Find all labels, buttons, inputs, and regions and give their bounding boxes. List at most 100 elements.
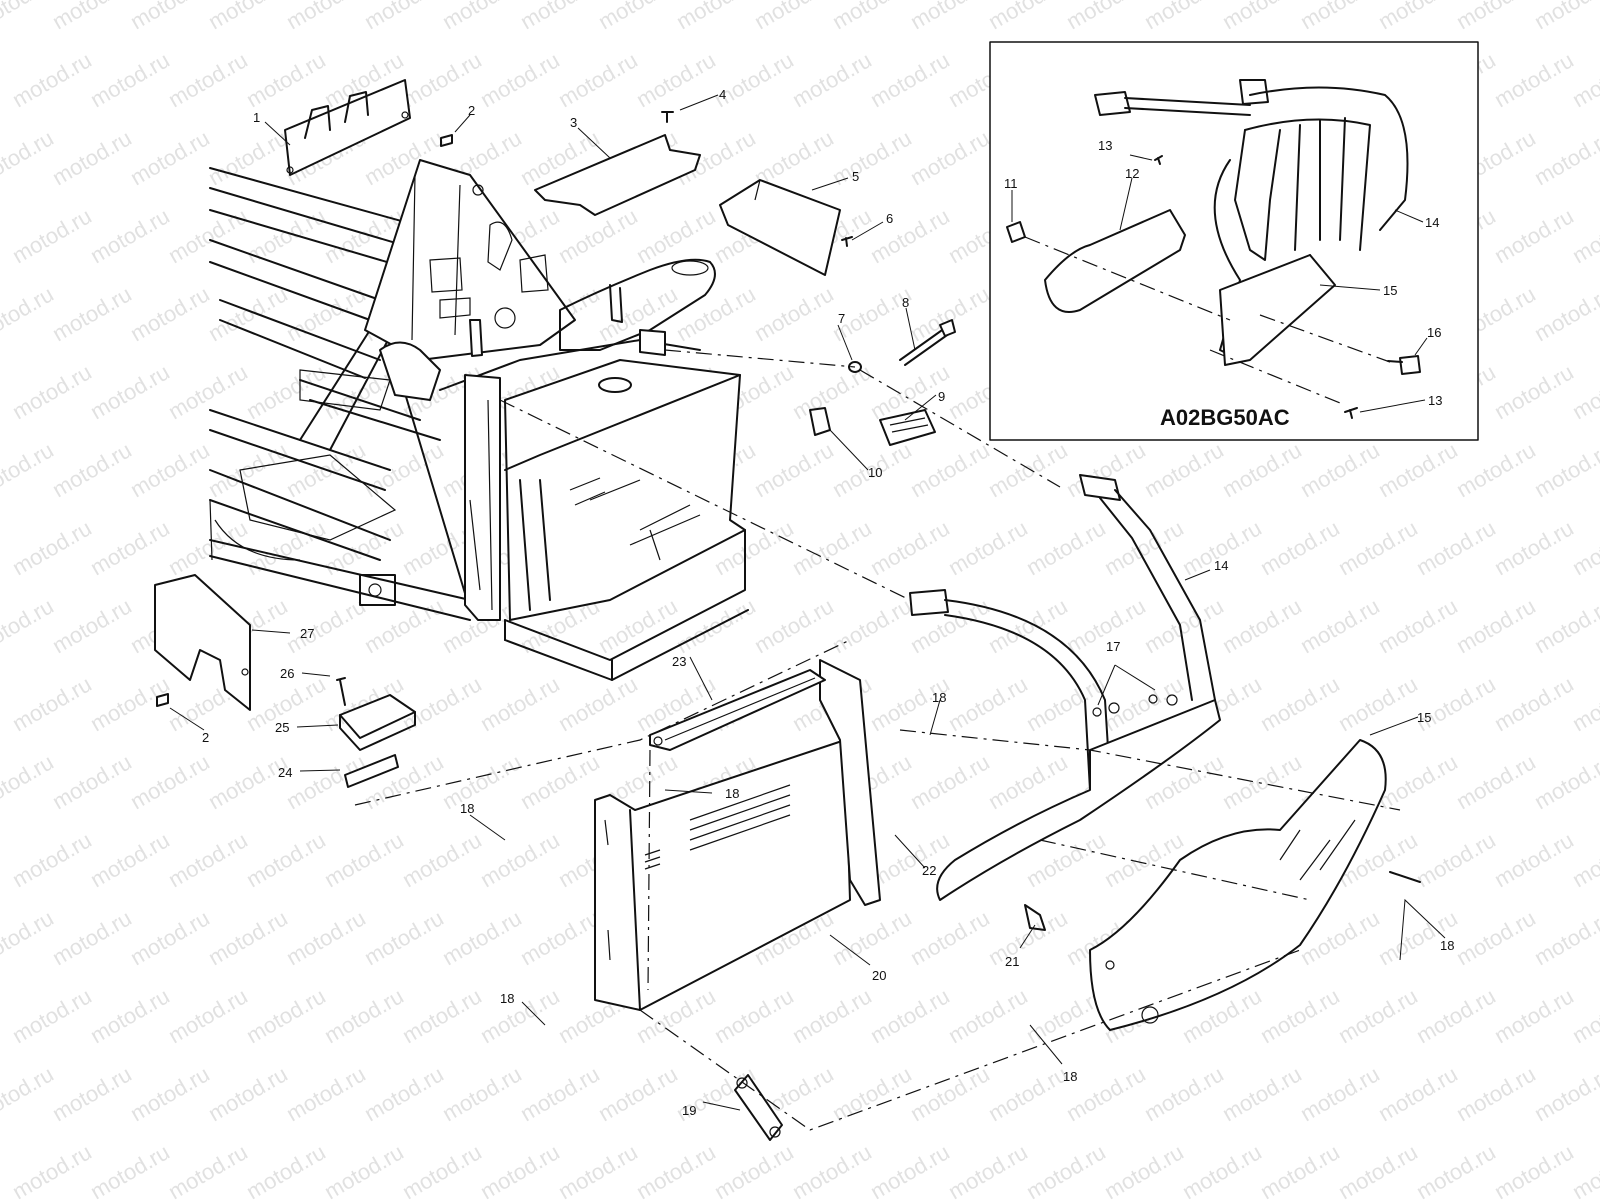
callout-2: 2 [468,103,475,118]
callout-15: 15 [1417,710,1431,725]
watermark-text: motod.ru [242,1139,330,1200]
inset-panel [989,41,1479,441]
watermark-text: motod.ru [672,0,760,34]
watermark-text: motod.ru [1530,437,1600,502]
watermark-text: motod.ru [1218,437,1306,502]
callout-4: 4 [719,87,726,102]
watermark-text: motod.ru [944,983,1032,1048]
watermark-text: motod.ru [204,281,292,346]
watermark-text: motod.ru [1530,749,1600,814]
watermark-text: motod.ru [906,281,994,346]
watermark-text: motod.ru [1256,515,1344,580]
watermark-text: motod.ru [672,281,760,346]
watermark-text: motod.ru [242,47,330,112]
watermark-text: motod.ru [516,749,604,814]
watermark-text: motod.ru [164,203,252,268]
watermark-text: motod.ru [710,983,798,1048]
callout-26: 26 [280,666,294,681]
watermark-text: motod.ru [8,47,96,112]
watermark-text: motod.ru [48,905,136,970]
watermark-text: motod.ru [86,1139,174,1200]
watermark-text: motod.ru [866,1139,954,1200]
watermark-text: motod.ru [126,281,214,346]
watermark-text: motod.ru [1530,905,1600,970]
watermark-text: motod.ru [516,0,604,34]
watermark-text: motod.ru [8,983,96,1048]
watermark-text: motod.ru [126,437,214,502]
watermark-text: motod.ru [8,515,96,580]
watermark-text: motod.ru [944,515,1032,580]
watermark-text: motod.ru [1490,47,1578,112]
watermark-text: motod.ru [1334,671,1422,736]
watermark-text: motod.ru [398,827,486,892]
watermark-text: motod.ru [1178,1139,1266,1200]
watermark-text: motod.ru [438,749,526,814]
watermark-text: motod.ru [1140,0,1228,34]
watermark-text: motod.ru [398,983,486,1048]
watermark-text: motod.ru [0,905,58,970]
assembly-lines [354,349,1401,1131]
callout-19: 19 [682,1103,696,1118]
watermark-text: motod.ru [0,1061,58,1126]
callout-18-right: 18 [1440,938,1454,953]
watermark-text: motod.ru [0,749,58,814]
watermark-text: motod.ru [1296,593,1384,658]
watermark-text: motod.ru [1022,1139,1110,1200]
watermark-text: motod.ru [750,437,838,502]
watermark-text: motod.ru [788,515,876,580]
watermark-text: motod.ru [866,203,954,268]
watermark-text: motod.ru [48,1061,136,1126]
watermark-text: motod.ru [164,47,252,112]
watermark-text: motod.ru [476,47,564,112]
watermark-text: motod.ru [1374,0,1462,34]
watermark-text: motod.ru [126,905,214,970]
watermark-text: motod.ru [1412,827,1500,892]
watermark-text: motod.ru [1490,827,1578,892]
watermark-text: motod.ru [1218,1061,1306,1126]
watermark-text: motod.ru [788,983,876,1048]
watermark-text: motod.ru [8,203,96,268]
callout-labels: 1 2 3 4 5 6 7 8 9 10 14 15 17 18 18 18 1… [202,87,1454,1118]
hardware [440,111,956,446]
watermark-text: motod.ru [944,671,1032,736]
callout-2-left: 2 [202,730,209,745]
fasteners [156,677,1421,931]
watermark-text: motod.ru [1374,1061,1462,1126]
callout-23: 23 [672,654,686,669]
watermark-text: motod.ru [48,281,136,346]
watermark-text: motod.ru [828,1061,916,1126]
part-24-bracket [344,754,399,788]
watermark-text: motod.ru [554,671,642,736]
watermark-text: motod.ru [1530,125,1600,190]
watermark-text: motod.ru [710,47,798,112]
watermark-text: motod.ru [1452,1061,1540,1126]
watermark-text: motod.ru [204,437,292,502]
watermark-text: motod.ru [1568,1139,1600,1200]
watermark-text: motod.ru [710,1139,798,1200]
callout-17: 17 [1106,639,1120,654]
watermark-text: motod.ru [242,203,330,268]
watermark-text: motod.ru [866,983,954,1048]
watermark-text: motod.ru [164,1139,252,1200]
callout-18-mid: 18 [725,786,739,801]
watermark-text: motod.ru [8,671,96,736]
callout-14: 14 [1214,558,1228,573]
watermark-text: motod.ru [594,0,682,34]
part-25-block [339,694,416,751]
watermark-text: motod.ru [126,1061,214,1126]
watermark-text: motod.ru [1490,203,1578,268]
watermark-text: motod.ru [1062,0,1150,34]
inset-callout-13-top: 13 [1098,138,1112,153]
inset-callout-15: 15 [1383,283,1397,298]
watermark-text: motod.ru [1296,1061,1384,1126]
watermark-text: motod.ru [866,47,954,112]
watermark-text: motod.ru [360,0,448,34]
watermark-text: motod.ru [360,1061,448,1126]
inset-callout-12: 12 [1125,166,1139,181]
watermark-text: motod.ru [48,125,136,190]
watermark-text: motod.ru [1530,1061,1600,1126]
watermark-text: motod.ru [282,593,370,658]
watermark-text: motod.ru [788,47,876,112]
callout-8: 8 [902,295,909,310]
watermark-text: motod.ru [1334,1139,1422,1200]
